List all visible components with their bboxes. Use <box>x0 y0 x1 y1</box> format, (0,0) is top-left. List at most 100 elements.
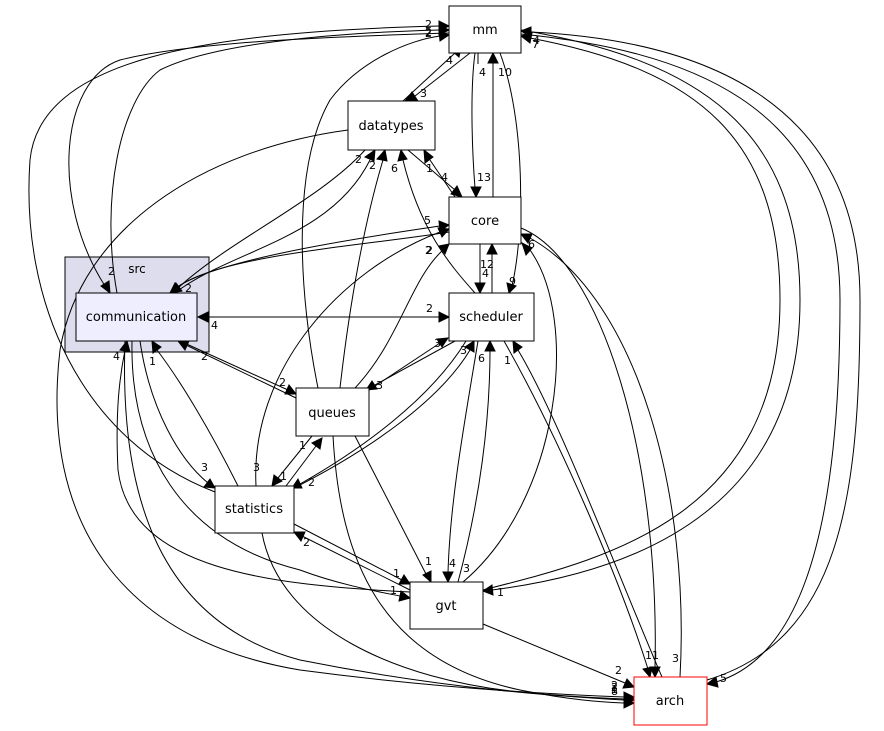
edge-queues-to-mm[interactable]: 2 <box>301 26 451 389</box>
edge-label: 2 <box>426 302 433 315</box>
edge-gvt-to-communication[interactable]: 4 <box>113 339 411 593</box>
edge-label: 2 <box>425 18 432 31</box>
edge-datatypes-to-core[interactable]: 4 <box>407 149 463 198</box>
edge-label: 3 <box>376 379 383 392</box>
edge-label: 2 <box>425 27 432 40</box>
edge-label: 2 <box>611 679 618 692</box>
edge-gvt-to-scheduler[interactable]: 6 <box>457 339 496 583</box>
edge-gvt-to-core[interactable]: 3 <box>462 242 557 583</box>
edge-statistics-to-queues[interactable]: 1 <box>285 437 323 487</box>
edge-arch-to-mm[interactable]: 7 <box>519 26 861 681</box>
node-datatypes-label: datatypes <box>358 119 423 134</box>
edge-label: 1 <box>390 584 397 597</box>
edge-core-to-scheduler[interactable]: 4 <box>474 244 489 295</box>
edge-label: 1 <box>280 470 287 483</box>
edge-gvt-to-statistics[interactable]: 2 <box>292 531 411 591</box>
node-gvt[interactable]: gvt <box>409 581 484 630</box>
edge-scheduler-to-gvt[interactable]: 4 <box>442 340 479 584</box>
edge-core-to-arch[interactable]: 11 <box>520 227 661 679</box>
edge-label: 4 <box>533 34 540 47</box>
edge-label: 4 <box>113 350 120 363</box>
node-datatypes[interactable]: datatypes <box>347 100 436 151</box>
edge-label: 2 <box>185 282 192 295</box>
edge-label: 2 <box>279 376 286 389</box>
edge-communication-to-arch[interactable]: 8 <box>124 340 636 706</box>
edge-layer: 4 3 10 13 4 4 1 <box>28 18 861 709</box>
edge-label: 1 <box>393 567 400 580</box>
edge-scheduler-to-communication[interactable]: 4 <box>196 311 449 332</box>
edge-label: 4 <box>446 54 453 67</box>
edge-core-to-communication[interactable]: 2 <box>169 231 450 294</box>
edge-arch-to-scheduler[interactable]: 1 <box>504 340 663 678</box>
edge-label: 4 <box>479 66 486 79</box>
edge-mm-to-gvt[interactable]: 1 <box>481 29 801 599</box>
node-communication[interactable]: communication <box>75 292 198 342</box>
edge-queues-to-datatypes[interactable]: 2 <box>339 148 388 389</box>
edge-statistics-to-arch[interactable]: 1 <box>261 532 636 705</box>
edge-label: 10 <box>498 66 512 79</box>
node-mm[interactable]: mm <box>448 5 522 54</box>
edge-label: 1 <box>149 355 156 368</box>
node-statistics[interactable]: statistics <box>214 485 295 534</box>
edge-queues-to-scheduler[interactable]: 3 <box>365 337 449 393</box>
edge-queues-to-statistics[interactable]: 1 <box>271 435 313 487</box>
edge-statistics-to-gvt[interactable]: 1 <box>293 523 411 585</box>
edge-label: 2 <box>201 350 208 363</box>
cluster-src-label: src <box>128 262 146 276</box>
edge-label: 2 <box>303 536 310 549</box>
node-arch[interactable]: arch <box>633 676 708 726</box>
edge-label: 2 <box>425 244 432 257</box>
edge-gvt-to-arch[interactable]: 2 <box>482 623 636 689</box>
edge-label: 9 <box>509 275 516 288</box>
edge-label: 3 <box>201 461 208 474</box>
node-statistics-label: statistics <box>225 502 283 517</box>
edge-mm-to-datatypes[interactable]: 3 <box>403 52 471 102</box>
edge-label: 6 <box>528 238 535 251</box>
node-scheduler[interactable]: scheduler <box>448 292 535 342</box>
node-scheduler-label: scheduler <box>459 310 523 325</box>
edge-mm-to-arch[interactable]: 5 <box>520 33 841 688</box>
edge-core-to-mm[interactable]: 10 <box>487 51 512 197</box>
edge-communication-to-core[interactable]: 5 <box>169 214 451 294</box>
edge-arch-to-core[interactable]: 6 <box>519 233 682 678</box>
edge-scheduler-to-datatypes[interactable]: 6 <box>391 148 476 294</box>
edge-communication-to-statistics[interactable]: 3 <box>139 340 216 489</box>
node-queues-label: queues <box>308 406 356 421</box>
edge-label: 1 <box>425 555 432 568</box>
edge-statistics-to-core[interactable]: 3 <box>253 227 451 487</box>
edge-mm-to-core-2[interactable]: 4 <box>477 53 486 79</box>
edge-label: 2 <box>426 244 433 257</box>
node-queues[interactable]: queues <box>295 387 370 437</box>
edge-core-to-datatypes[interactable]: 1 <box>423 148 456 198</box>
node-core[interactable]: core <box>448 196 522 245</box>
edge-queues-to-core[interactable]: 2 <box>354 243 450 389</box>
edge-mm-to-communication[interactable]: 2 <box>68 32 450 295</box>
edge-communication-to-scheduler[interactable]: 2 <box>207 302 451 323</box>
edge-label: 12 <box>480 258 494 271</box>
edge-statistics-to-scheduler[interactable]: 3 <box>289 340 475 491</box>
edge-communication-to-datatypes[interactable]: 2 <box>174 148 376 294</box>
edge-core-to-scheduler-2[interactable]: 9 <box>499 52 522 295</box>
edge-label: 1 <box>497 586 504 599</box>
edge-communication-to-queues[interactable]: 2 <box>179 340 298 395</box>
edge-statistics-to-mm[interactable]: 2 <box>28 20 451 493</box>
edge-label: 3 <box>672 652 679 665</box>
edge-queues-to-arch[interactable]: 2 <box>332 435 636 709</box>
edge-scheduler-to-core[interactable]: 12 <box>480 242 498 293</box>
edge-queues-to-gvt[interactable]: 1 <box>354 435 432 584</box>
edge-scheduler-to-arch[interactable]: 3 <box>503 340 679 679</box>
edge-mm-to-core[interactable]: 13 <box>470 52 491 199</box>
edge-label: 2 <box>615 664 622 677</box>
edge-statistics-to-communication[interactable]: 1 <box>149 340 239 487</box>
edge-label: 11 <box>645 649 659 662</box>
edge-label: 2 <box>369 159 376 172</box>
edge-label: 3 <box>434 337 441 350</box>
edge-label: 5 <box>720 672 727 685</box>
edge-label: 2 <box>108 265 115 278</box>
edge-label: 4 <box>441 171 448 184</box>
edge-scheduler-to-queues[interactable]: 3 <box>365 340 456 392</box>
node-core-label: core <box>471 214 499 229</box>
edge-queues-to-communication[interactable]: 2 <box>176 340 297 399</box>
node-communication-label: communication <box>86 310 187 325</box>
